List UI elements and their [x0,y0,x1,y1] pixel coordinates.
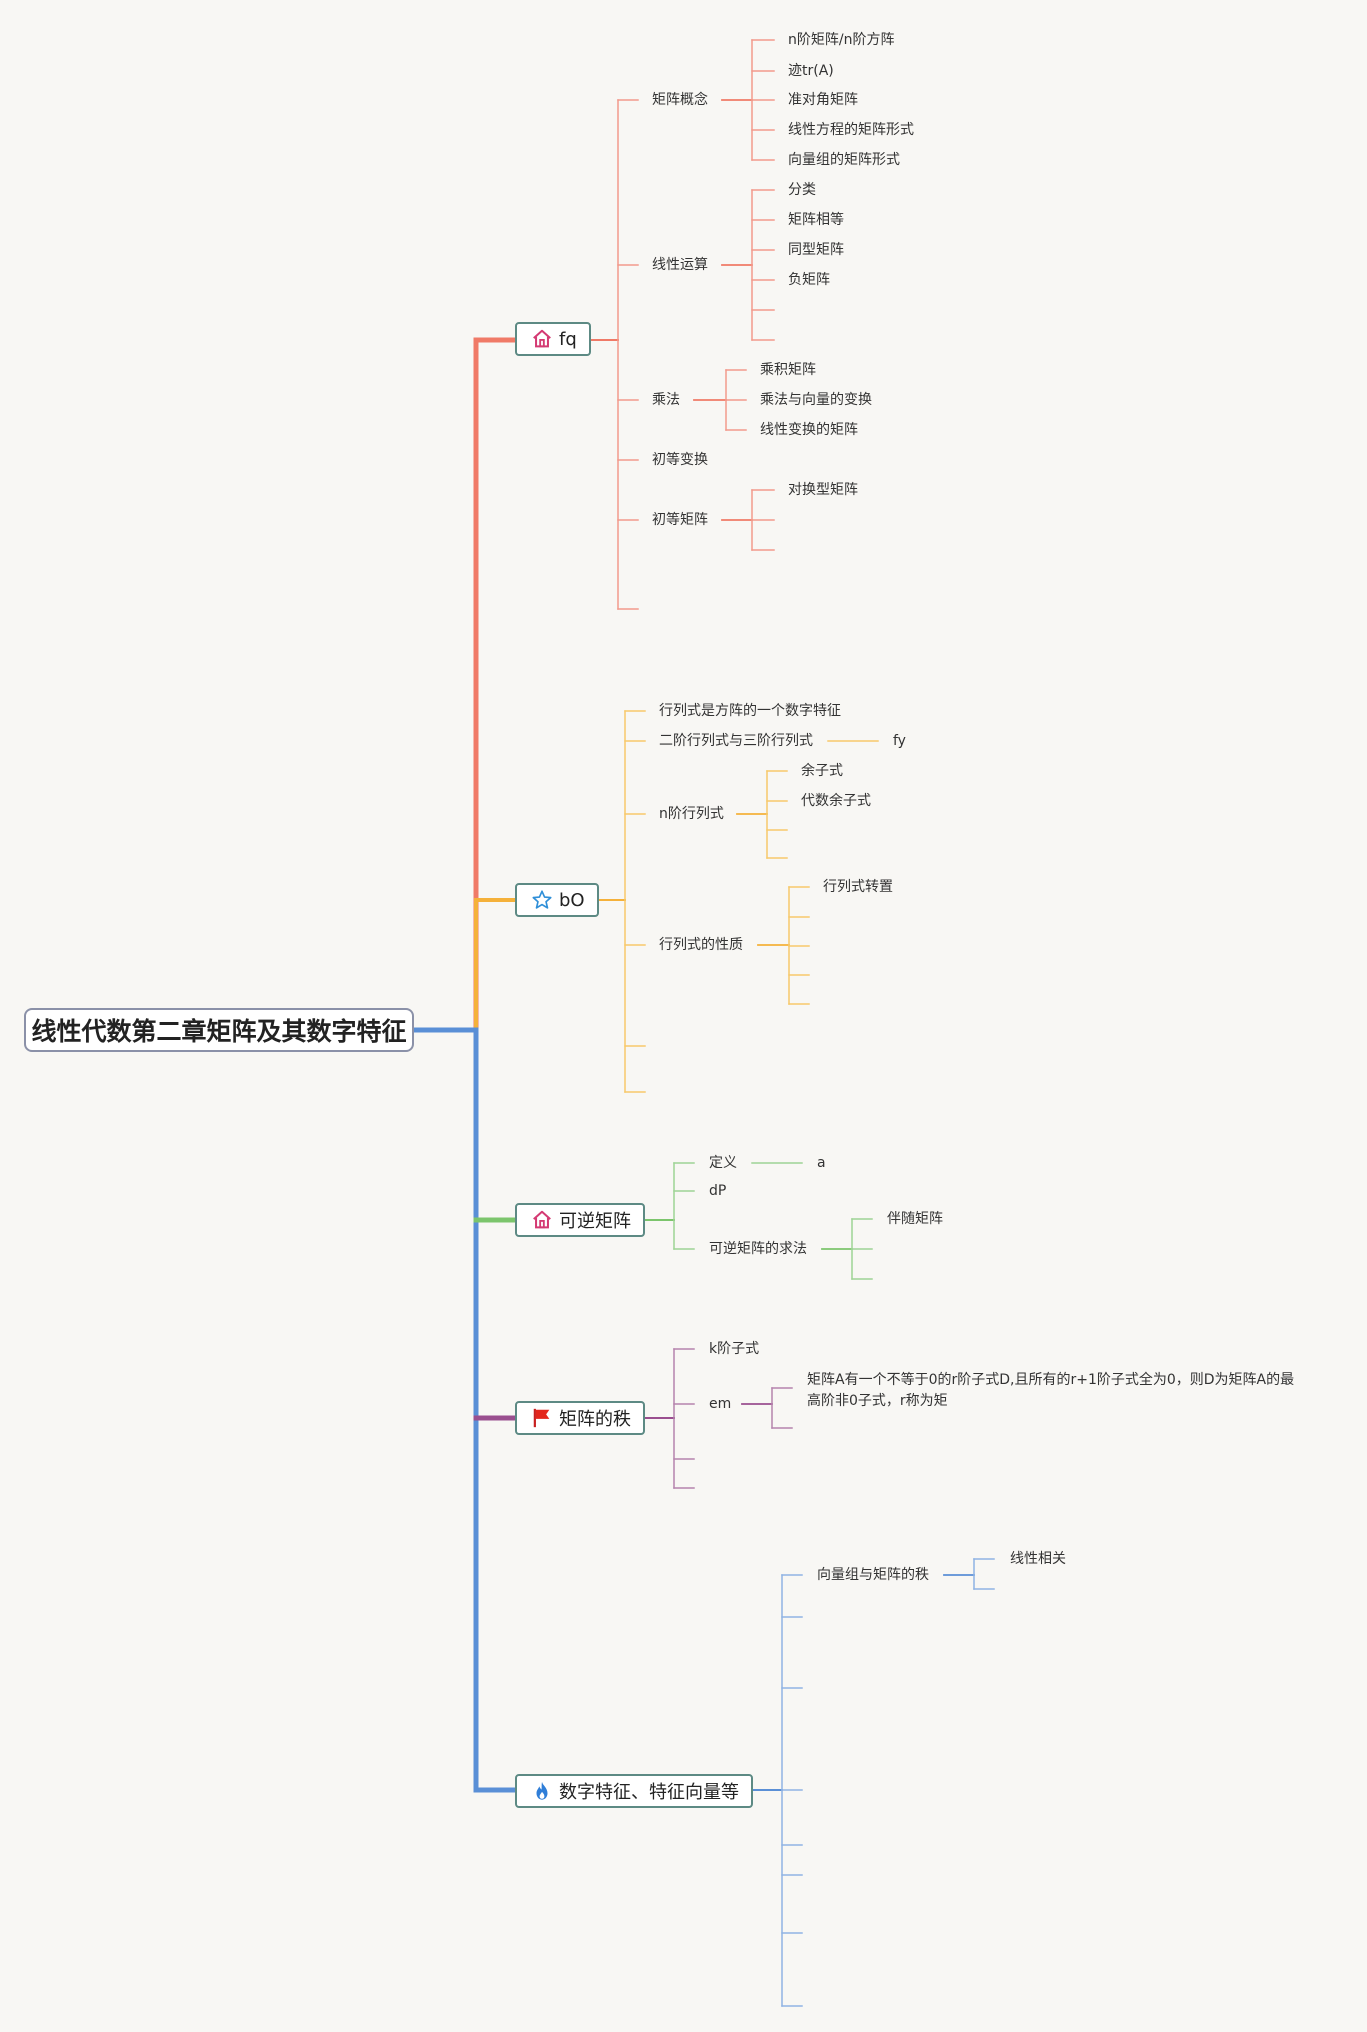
fire-icon [536,1781,548,1800]
leaf-node[interactable]: 负矩阵 [788,272,830,288]
star-icon [532,890,552,909]
branch-label: 可逆矩阵 [559,1211,631,1232]
branch-label: fq [559,328,577,350]
branch-label: bO [559,889,585,911]
child-node[interactable]: 线性运算 [652,257,708,273]
leaf-node[interactable]: 乘积矩阵 [760,362,816,378]
leaf-node[interactable]: 矩阵A有一个不等于0的r阶子式D,且所有的r+1阶子式全为0，则D为矩阵A的最高… [807,1372,1295,1409]
leaf-node[interactable]: 余子式 [801,763,843,779]
branch-node-numeric-features[interactable]: 数字特征、特征向量等 [515,1774,753,1808]
leaf-node[interactable]: 准对角矩阵 [788,92,858,108]
leaf-node[interactable]: 向量组的矩阵形式 [788,152,900,168]
leaf-node[interactable]: 线性相关 [1010,1551,1066,1567]
leaf-node[interactable]: 伴随矩阵 [887,1211,943,1227]
leaf-node[interactable]: 代数余子式 [801,793,871,809]
branch-node-invertible-matrix[interactable]: 可逆矩阵 [515,1203,645,1237]
leaf-node[interactable]: fy [893,733,906,749]
leaf-node[interactable]: 对换型矩阵 [788,482,858,498]
child-node[interactable]: 二阶行列式与三阶行列式 [659,733,813,749]
leaf-node[interactable]: 同型矩阵 [788,242,844,258]
leaf-node[interactable]: n阶矩阵/n阶方阵 [788,32,895,48]
branch-node-bo[interactable]: bO [515,883,599,917]
child-node[interactable]: 行列式的性质 [659,937,743,953]
child-node[interactable]: 初等变换 [652,452,708,468]
leaf-node[interactable]: 矩阵相等 [788,212,844,228]
branch-label: 矩阵的秩 [559,1409,631,1430]
branch-label: 数字特征、特征向量等 [559,1782,739,1803]
flag-icon [533,1408,550,1428]
leaf-node[interactable]: 行列式转置 [823,879,893,895]
leaf-node[interactable]: a [817,1155,826,1171]
child-node[interactable]: 行列式是方阵的一个数字特征 [659,703,841,719]
child-node[interactable]: 矩阵概念 [652,92,708,108]
child-node[interactable]: 乘法 [652,392,680,408]
child-node[interactable]: 向量组与矩阵的秩 [817,1567,929,1583]
child-node[interactable]: 定义 [709,1155,737,1171]
child-node[interactable]: 初等矩阵 [652,512,708,528]
child-node[interactable]: em [709,1396,732,1412]
leaf-node[interactable]: 乘法与向量的变换 [760,392,872,408]
root-title: 线性代数第二章矩阵及其数字特征 [31,1017,407,1046]
child-node[interactable]: dP [709,1183,727,1199]
home-icon [533,1210,551,1229]
branch-node-fq[interactable]: fq [515,322,591,356]
leaf-node[interactable]: 线性变换的矩阵 [760,422,858,438]
leaf-node[interactable]: 线性方程的矩阵形式 [788,122,914,138]
leaf-node[interactable]: 迹tr(A) [788,63,834,79]
child-node[interactable]: n阶行列式 [659,806,724,822]
home-icon [533,329,551,348]
leaf-node[interactable]: 分类 [788,182,816,198]
root-node[interactable]: 线性代数第二章矩阵及其数字特征 [24,1008,414,1052]
child-node[interactable]: 可逆矩阵的求法 [709,1241,807,1257]
branch-node-matrix-rank[interactable]: 矩阵的秩 [515,1401,645,1435]
child-node[interactable]: k阶子式 [709,1341,760,1357]
